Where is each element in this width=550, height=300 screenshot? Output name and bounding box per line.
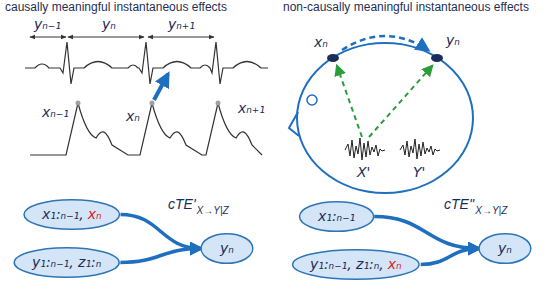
interval-label: yₙ₊₁: [168, 16, 195, 33]
spurious-arrow: [342, 36, 428, 50]
pulse-trace: [30, 103, 262, 155]
ellipse-shape: [24, 200, 120, 230]
state-ellipse: y₁:ₙ₋₁, z₁:ₙ: [12, 246, 121, 279]
node-text: xₙ: [88, 206, 102, 223]
ellipse-shape: [201, 234, 253, 264]
peak-dot: [216, 101, 221, 106]
head-nose: [289, 112, 299, 136]
panel-title: non-causally meaningful instantaneous ef…: [283, 0, 529, 15]
ellipse-shape: [14, 248, 119, 278]
interval-bracket: [30, 37, 66, 38]
flow-arrow: [421, 249, 479, 265]
peak-label: xₙ: [126, 108, 140, 125]
node-text: xₙ: [388, 256, 402, 273]
peak-dot: [150, 101, 155, 106]
mixing-arrow: [337, 66, 362, 137]
ellipse-shape: [300, 202, 374, 232]
source-label: X': [357, 164, 370, 181]
electrode: [327, 54, 339, 62]
node-text: x₁:ₙ₋₁,: [42, 206, 84, 223]
state-ellipse: yₙ: [478, 232, 532, 265]
peak-label: xₙ₋₁: [42, 104, 69, 121]
head-outline: [297, 43, 473, 193]
peak-label: xₙ₊₁: [238, 100, 265, 117]
panel-title: causally meaningful instantaneous effect…: [5, 0, 227, 15]
head-eye: [307, 95, 317, 105]
node-text: x₁:ₙ₋₁: [318, 208, 355, 225]
state-ellipse: x₁:ₙ₋₁,xₙ: [22, 198, 122, 231]
measure-subscript: X→Y|Z: [475, 205, 507, 217]
node-text: yₙ: [220, 240, 234, 257]
electrode-label: yₙ: [446, 32, 460, 49]
electrode: [431, 54, 443, 62]
noise-source: [345, 138, 385, 160]
noise-source: [400, 139, 440, 159]
flow-arrow: [374, 217, 479, 249]
node-text: y₁:ₙ₋₁, z₁:ₙ: [32, 254, 101, 271]
electrode-label: xₙ: [314, 34, 328, 51]
ellipse-shape: [479, 234, 531, 264]
flow-arrow: [120, 249, 201, 263]
interval-bracket: [68, 37, 144, 38]
state-ellipse: yₙ: [200, 232, 254, 265]
measure-name: cTE'': [444, 196, 474, 213]
state-ellipse: x₁:ₙ₋₁: [298, 200, 375, 233]
peak-dot: [76, 101, 81, 106]
ellipse-shape: [293, 250, 419, 280]
causal-arrow: [154, 74, 168, 100]
interval-label: yₙ₋₁: [34, 16, 61, 33]
interval-bracket: [148, 37, 214, 38]
source-label: Y': [413, 164, 425, 181]
state-ellipse: y₁:ₙ₋₁, z₁:ₙ,xₙ: [290, 248, 422, 281]
flow-arrow: [121, 215, 201, 249]
interval-label: yₙ: [102, 16, 116, 33]
measure-name: cTE': [168, 196, 196, 213]
node-text: yₙ: [498, 240, 512, 257]
mixing-arrow: [369, 66, 432, 137]
measure-subscript: X→Y|Z: [197, 205, 229, 217]
ecg-trace: [25, 42, 268, 84]
node-text: y₁:ₙ₋₁, z₁:ₙ,: [310, 256, 384, 273]
